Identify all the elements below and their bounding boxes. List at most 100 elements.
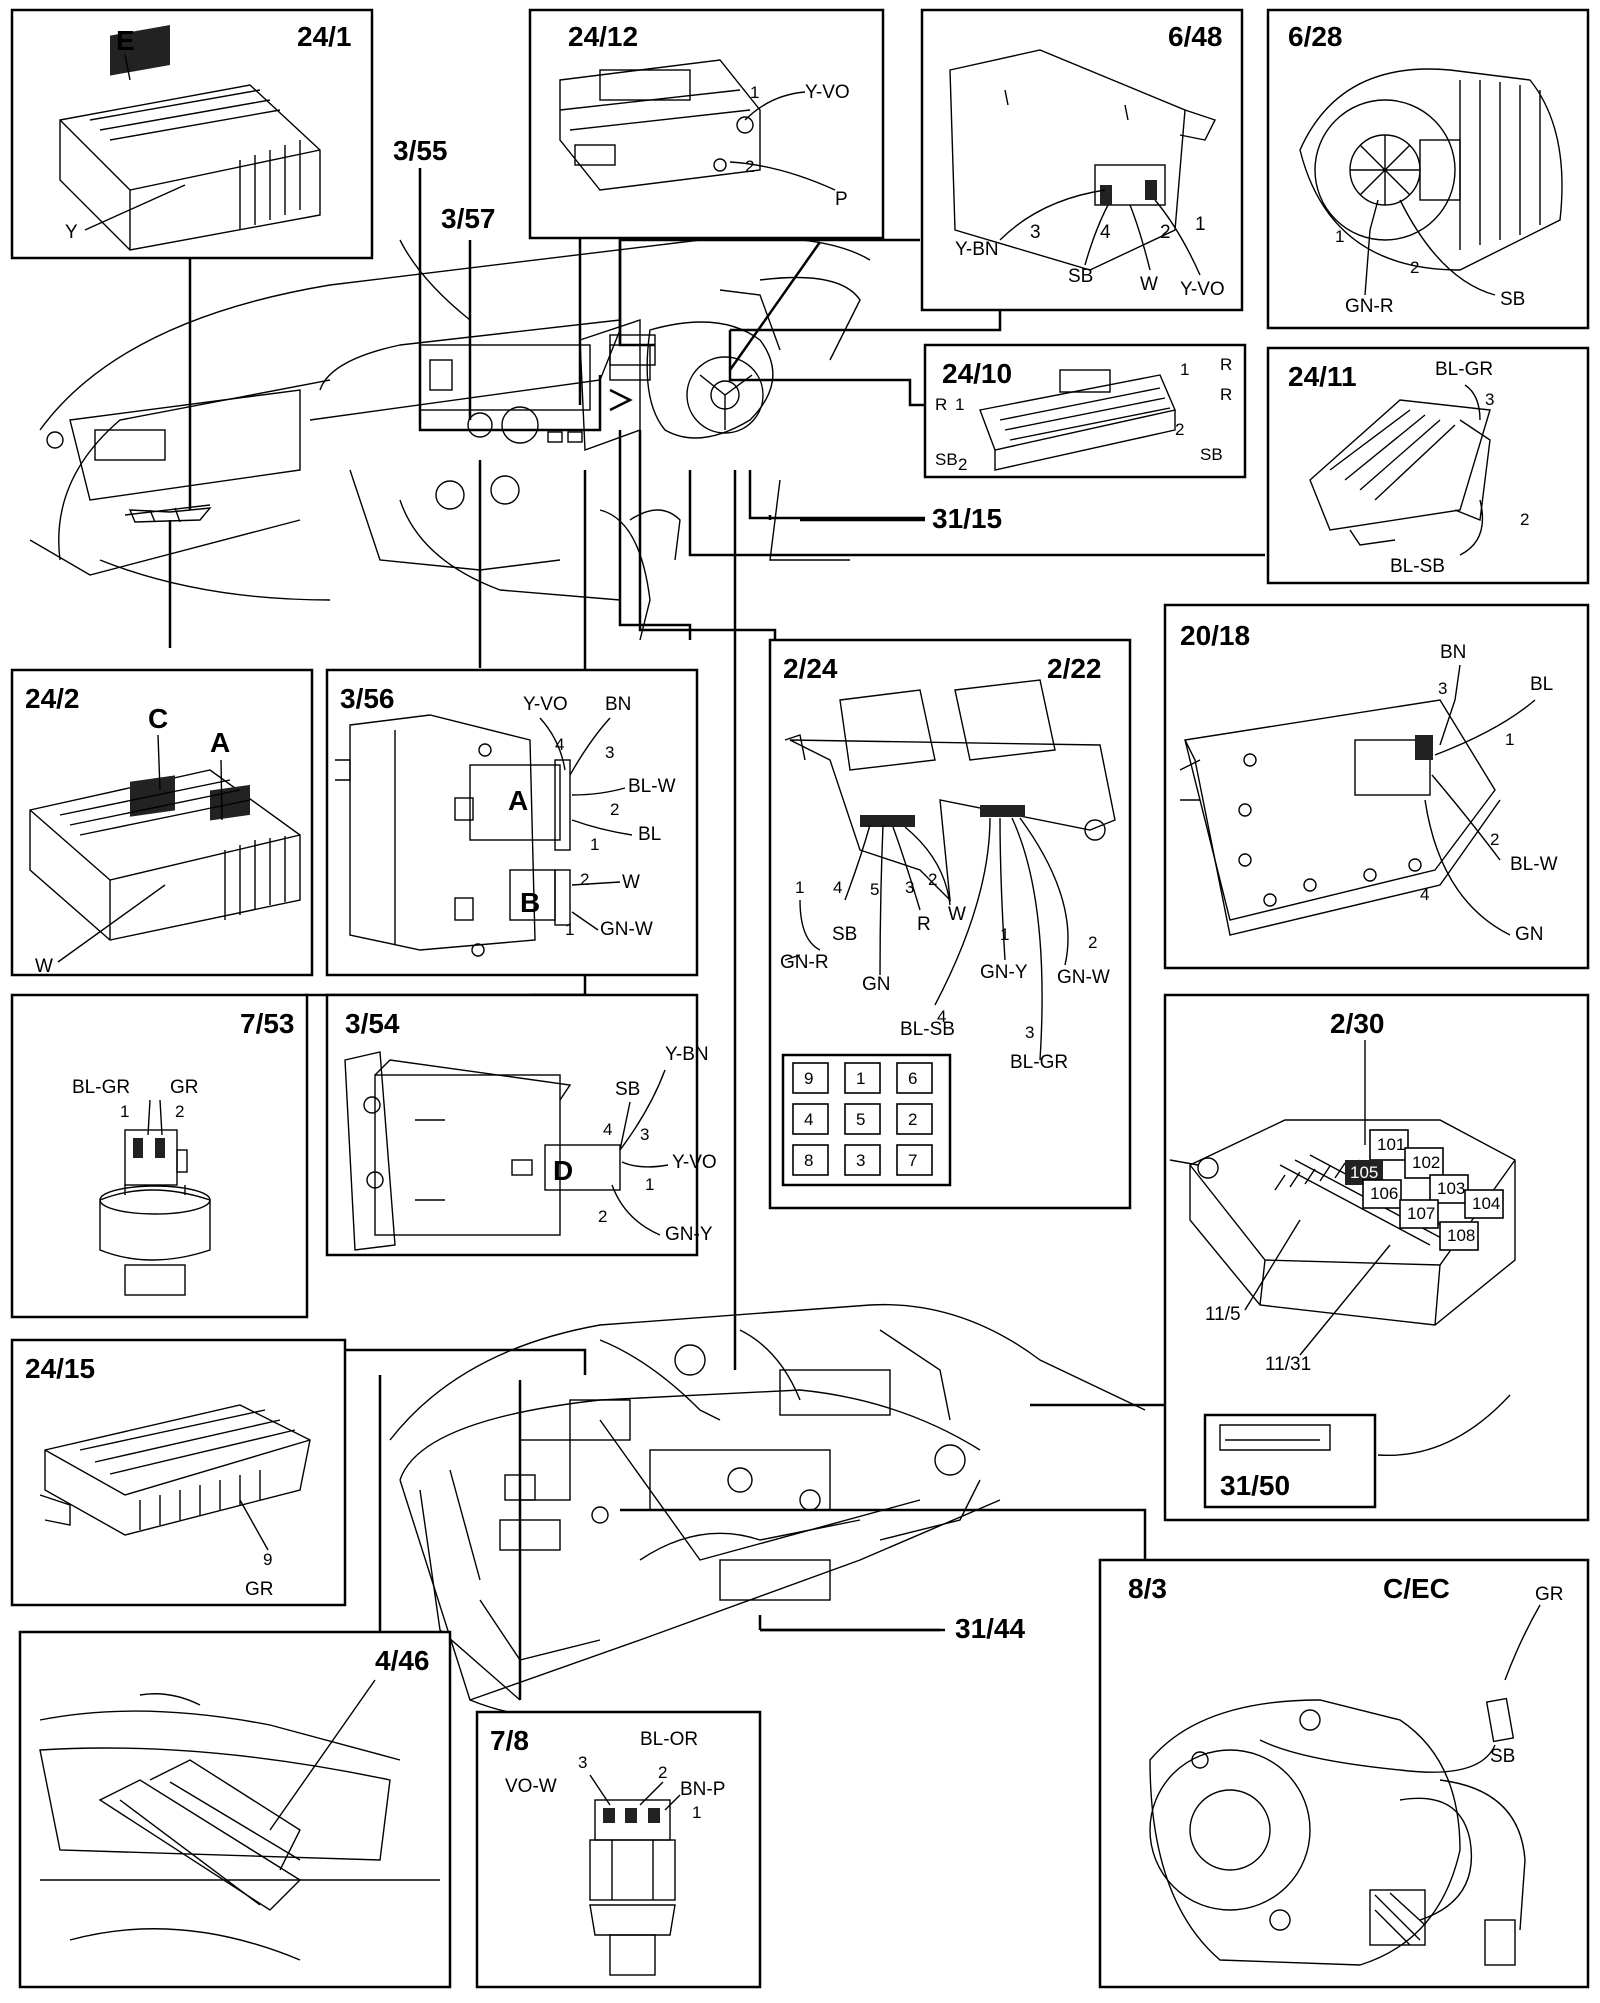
diagram-label: R xyxy=(1220,385,1232,404)
grid-pin: 5 xyxy=(856,1110,865,1129)
diagram-label: 3 xyxy=(640,1125,649,1144)
diagram-label: 1 xyxy=(795,878,804,897)
diagram-label: 1 xyxy=(1195,214,1206,235)
diagram-label: 3/57 xyxy=(441,203,496,234)
diagram-label: GR xyxy=(170,1077,199,1098)
pressure-switch-7-8-illustration xyxy=(589,1799,676,1976)
diagram-label: 1 xyxy=(1180,360,1189,379)
diagram-label: 1 xyxy=(692,1803,701,1822)
diagram-label: 4 xyxy=(1100,222,1111,243)
switch-3-56-illustration xyxy=(335,714,571,957)
diagram-label: 31/15 xyxy=(932,503,1002,534)
diagram-label: 2 xyxy=(958,455,967,474)
diagram-label: 3 xyxy=(605,743,614,762)
diagram-label: BL-W xyxy=(628,776,676,797)
grid-pin: 3 xyxy=(856,1151,865,1170)
panel-24-11: 24/11 BL-GR 3 2 BL-SB xyxy=(1266,346,1590,585)
panel-6-48: 6/48 Y-BN 3 4 2 1 SB W Y-VO xyxy=(920,8,1244,312)
diagram-label: Y-VO xyxy=(805,82,850,103)
panel-id: 24/1 xyxy=(297,21,352,52)
label-31-15: 31/15 xyxy=(800,503,1002,534)
diagram-label: 3 xyxy=(1030,222,1041,243)
diagram-label: 31/50 xyxy=(1220,1470,1290,1501)
panel-8-3: 8/3 C/EC GR SB xyxy=(1098,1558,1590,1989)
panel-id-2-24: 2/24 xyxy=(783,653,838,684)
diagram-label: 105 xyxy=(1350,1163,1378,1182)
panel-id-2-22: 2/22 xyxy=(1047,653,1102,684)
diagram-label: Y xyxy=(65,222,78,243)
panel-3-56: 3/56 A B Y-VO BN 4 3 BL-W 2 1 BL 2 W 1 G… xyxy=(325,668,699,977)
diagram-label: 107 xyxy=(1407,1204,1435,1223)
diagram-label: 4 xyxy=(833,878,842,897)
grid-pin: 2 xyxy=(908,1110,917,1129)
diagram-label: BL-OR xyxy=(640,1729,698,1750)
grid-pin: 8 xyxy=(804,1151,813,1170)
grid-pin: 1 xyxy=(856,1069,865,1088)
diagram-label: B xyxy=(520,887,540,918)
diagram-label: 2 xyxy=(580,870,589,889)
relay-base-illustration xyxy=(784,679,1116,902)
diagram-label: 6/48 xyxy=(1168,21,1223,52)
diagram-label: SB xyxy=(1500,289,1525,310)
connector-24-11-illustration xyxy=(1309,399,1491,546)
diagram-label: 3 xyxy=(1025,1023,1034,1042)
diagram-label: R xyxy=(1220,355,1232,374)
fuse-box-31-50: 31/50 xyxy=(1203,1394,1511,1509)
panel-24-10: 24/10 R 1 R 1 R SB 2 2 SB xyxy=(923,343,1247,479)
diagram-label: C xyxy=(148,703,168,734)
diagram-label: 2 xyxy=(745,157,754,176)
diagram-label: Y-VO xyxy=(672,1152,717,1173)
diagram-label: 2 xyxy=(1088,933,1097,952)
panel-20-18: 20/18 BN 3 BL 1 2 BL-W 4 GN xyxy=(1163,603,1590,970)
diagram-label: A xyxy=(210,727,230,758)
diagram-label: SB xyxy=(1068,266,1093,287)
panel-7-53: 7/53 BL-GR GR 1 2 xyxy=(10,993,309,1319)
compressor-illustration xyxy=(1149,1697,1526,1966)
diagram-label: 3/56 xyxy=(340,683,395,714)
diagram-label: 1 xyxy=(1335,227,1344,246)
diagram-label: BN-P xyxy=(680,1779,725,1800)
diagram-label: 9 xyxy=(263,1550,272,1569)
diagram-label: 3 xyxy=(905,878,914,897)
label-3-55: 3/55 xyxy=(393,135,448,166)
diagram-label: 1 xyxy=(645,1175,654,1194)
grid-pin: 6 xyxy=(908,1069,917,1088)
diagram-label: BN xyxy=(1440,642,1466,663)
diagram-label: Y-BN xyxy=(665,1044,709,1065)
diagram-label: 2 xyxy=(1160,222,1171,243)
panel-6-28: 6/28 1 2 GN-R SB xyxy=(1266,8,1590,330)
diagram-label: BL-GR xyxy=(72,1077,130,1098)
diagram-label: R xyxy=(917,914,931,935)
diagram-label: 1 xyxy=(565,920,574,939)
engine-bay-illustration xyxy=(389,1303,1146,1717)
diagram-label: Y-VO xyxy=(523,694,568,715)
diagram-label: 2 xyxy=(928,870,937,889)
diagram-label: BL-SB xyxy=(1390,556,1445,577)
diagram-label: R xyxy=(935,395,947,414)
diagram-label: BN xyxy=(605,694,631,715)
diagram-label: SB xyxy=(1200,445,1223,464)
control-module-illustration xyxy=(1179,699,1501,936)
diagram-label: 3/55 xyxy=(393,135,448,166)
diagram-label: 106 xyxy=(1370,1184,1398,1203)
diagram-label: 8/3 xyxy=(1128,1573,1167,1604)
diagram-label: D xyxy=(553,1155,573,1186)
diagram-label: 3 xyxy=(578,1753,587,1772)
diagram-label: 3/54 xyxy=(345,1008,400,1039)
diagram-label: BL-W xyxy=(1510,854,1558,875)
diagram-label: BL-GR xyxy=(1010,1052,1068,1073)
diagram-label: 4 xyxy=(1420,885,1429,904)
diagram-label: GN-Y xyxy=(980,962,1028,983)
diagram-label: SB xyxy=(832,924,857,945)
diagram-label: 7/8 xyxy=(490,1725,529,1756)
grid-pin: 4 xyxy=(804,1110,813,1129)
label-3-57: 3/57 xyxy=(441,203,496,234)
grid-pin: 7 xyxy=(908,1151,917,1170)
diagram-label: 1 xyxy=(955,395,964,414)
diagram-label: GR xyxy=(245,1579,274,1600)
connector-24-1-illustration xyxy=(59,25,321,251)
diagram-label: SB xyxy=(935,450,958,469)
diagram-label: A xyxy=(508,785,528,816)
diagram-label: 4 xyxy=(937,1007,946,1026)
